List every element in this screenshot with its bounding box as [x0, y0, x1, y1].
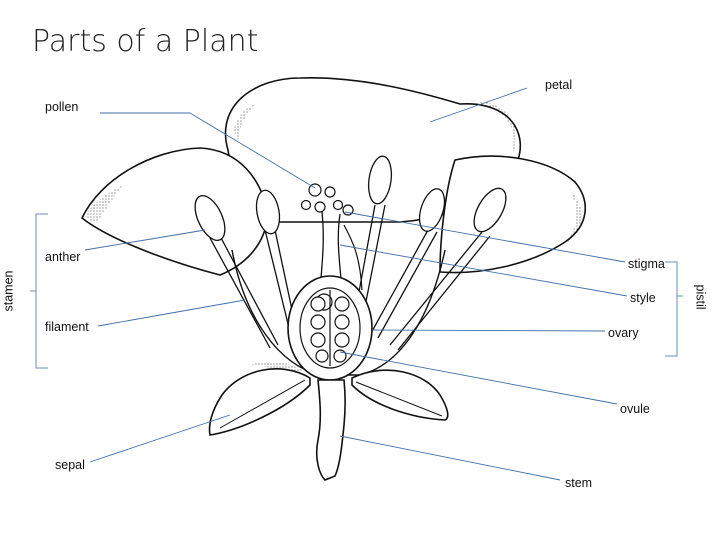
label-stem: stem — [565, 476, 592, 490]
label-petal: petal — [545, 78, 572, 92]
label-sepal: sepal — [55, 458, 85, 472]
stem-shape — [317, 380, 345, 480]
petal-right — [440, 156, 585, 272]
label-ovule: ovule — [620, 402, 650, 416]
petal-left — [82, 148, 268, 275]
pistil-bracket — [665, 262, 683, 356]
label-pollen: pollen — [45, 100, 78, 114]
stamen-bracket — [30, 214, 48, 368]
label-style: style — [630, 291, 656, 305]
label-stigma: stigma — [628, 257, 665, 271]
label-stamen: stamen — [2, 271, 16, 312]
label-filament: filament — [45, 320, 89, 334]
label-ovary: ovary — [608, 326, 639, 340]
label-anther: anther — [45, 250, 80, 264]
label-pistil: pistil — [694, 284, 708, 309]
